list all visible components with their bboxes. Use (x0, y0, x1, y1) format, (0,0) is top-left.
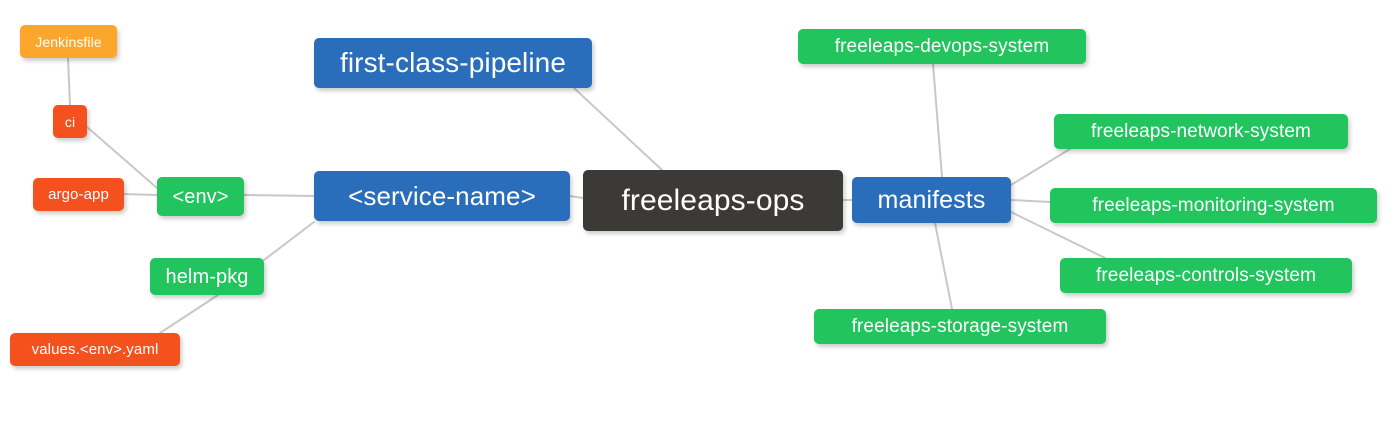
node-freeleaps-ops[interactable]: freeleaps-ops (583, 170, 843, 231)
node-label: freeleaps-network-system (1091, 121, 1311, 142)
edge-service-name-to-helm-pkg (263, 221, 315, 261)
edge-manifests-to-freeleaps-storage-system (934, 222, 953, 310)
node-label: freeleaps-ops (621, 183, 805, 217)
node-label: freeleaps-storage-system (851, 316, 1069, 337)
node-label: manifests (877, 185, 986, 214)
node-label: values.<env>.yaml (31, 341, 159, 358)
node-label: argo-app (48, 186, 109, 203)
node-first-class-pipeline[interactable]: first-class-pipeline (314, 38, 592, 88)
node-manifests[interactable]: manifests (852, 177, 1011, 223)
node-argo-app[interactable]: argo-app (33, 178, 124, 211)
node-label: freeleaps-monitoring-system (1092, 195, 1335, 216)
edge-helm-pkg-to-values-yaml (159, 294, 219, 334)
edge-first-class-pipeline-to-freeleaps-ops (573, 87, 663, 171)
node-label: freeleaps-devops-system (834, 36, 1050, 57)
edge-manifests-to-freeleaps-network-system (1010, 148, 1071, 186)
edge-argo-app-to-env (123, 193, 158, 196)
node-label: <env> (172, 185, 229, 208)
node-jenkinsfile[interactable]: Jenkinsfile (20, 25, 117, 58)
edge-manifests-to-freeleaps-monitoring-system (1010, 199, 1051, 203)
node-freeleaps-network-system[interactable]: freeleaps-network-system (1054, 114, 1348, 149)
node-freeleaps-devops-system[interactable]: freeleaps-devops-system (798, 29, 1086, 64)
node-service-name[interactable]: <service-name> (314, 171, 570, 221)
node-label: helm-pkg (165, 265, 249, 288)
node-helm-pkg[interactable]: helm-pkg (150, 258, 264, 295)
node-label: <service-name> (348, 181, 536, 211)
node-label: Jenkinsfile (35, 33, 102, 50)
node-label: first-class-pipeline (339, 47, 567, 78)
edge-service-name-to-freeleaps-ops (569, 195, 584, 199)
node-label: ci (64, 113, 76, 130)
node-values-yaml[interactable]: values.<env>.yaml (10, 333, 180, 366)
node-freeleaps-storage-system[interactable]: freeleaps-storage-system (814, 309, 1106, 344)
node-freeleaps-monitoring-system[interactable]: freeleaps-monitoring-system (1050, 188, 1377, 223)
node-env[interactable]: <env> (157, 177, 244, 216)
edge-jenkinsfile-to-ci (67, 57, 71, 106)
edge-env-to-service-name (243, 194, 315, 197)
node-label: freeleaps-controls-system (1095, 265, 1317, 286)
node-ci[interactable]: ci (53, 105, 87, 138)
node-freeleaps-controls-system[interactable]: freeleaps-controls-system (1060, 258, 1352, 293)
edge-manifests-to-freeleaps-devops-system (932, 63, 943, 178)
